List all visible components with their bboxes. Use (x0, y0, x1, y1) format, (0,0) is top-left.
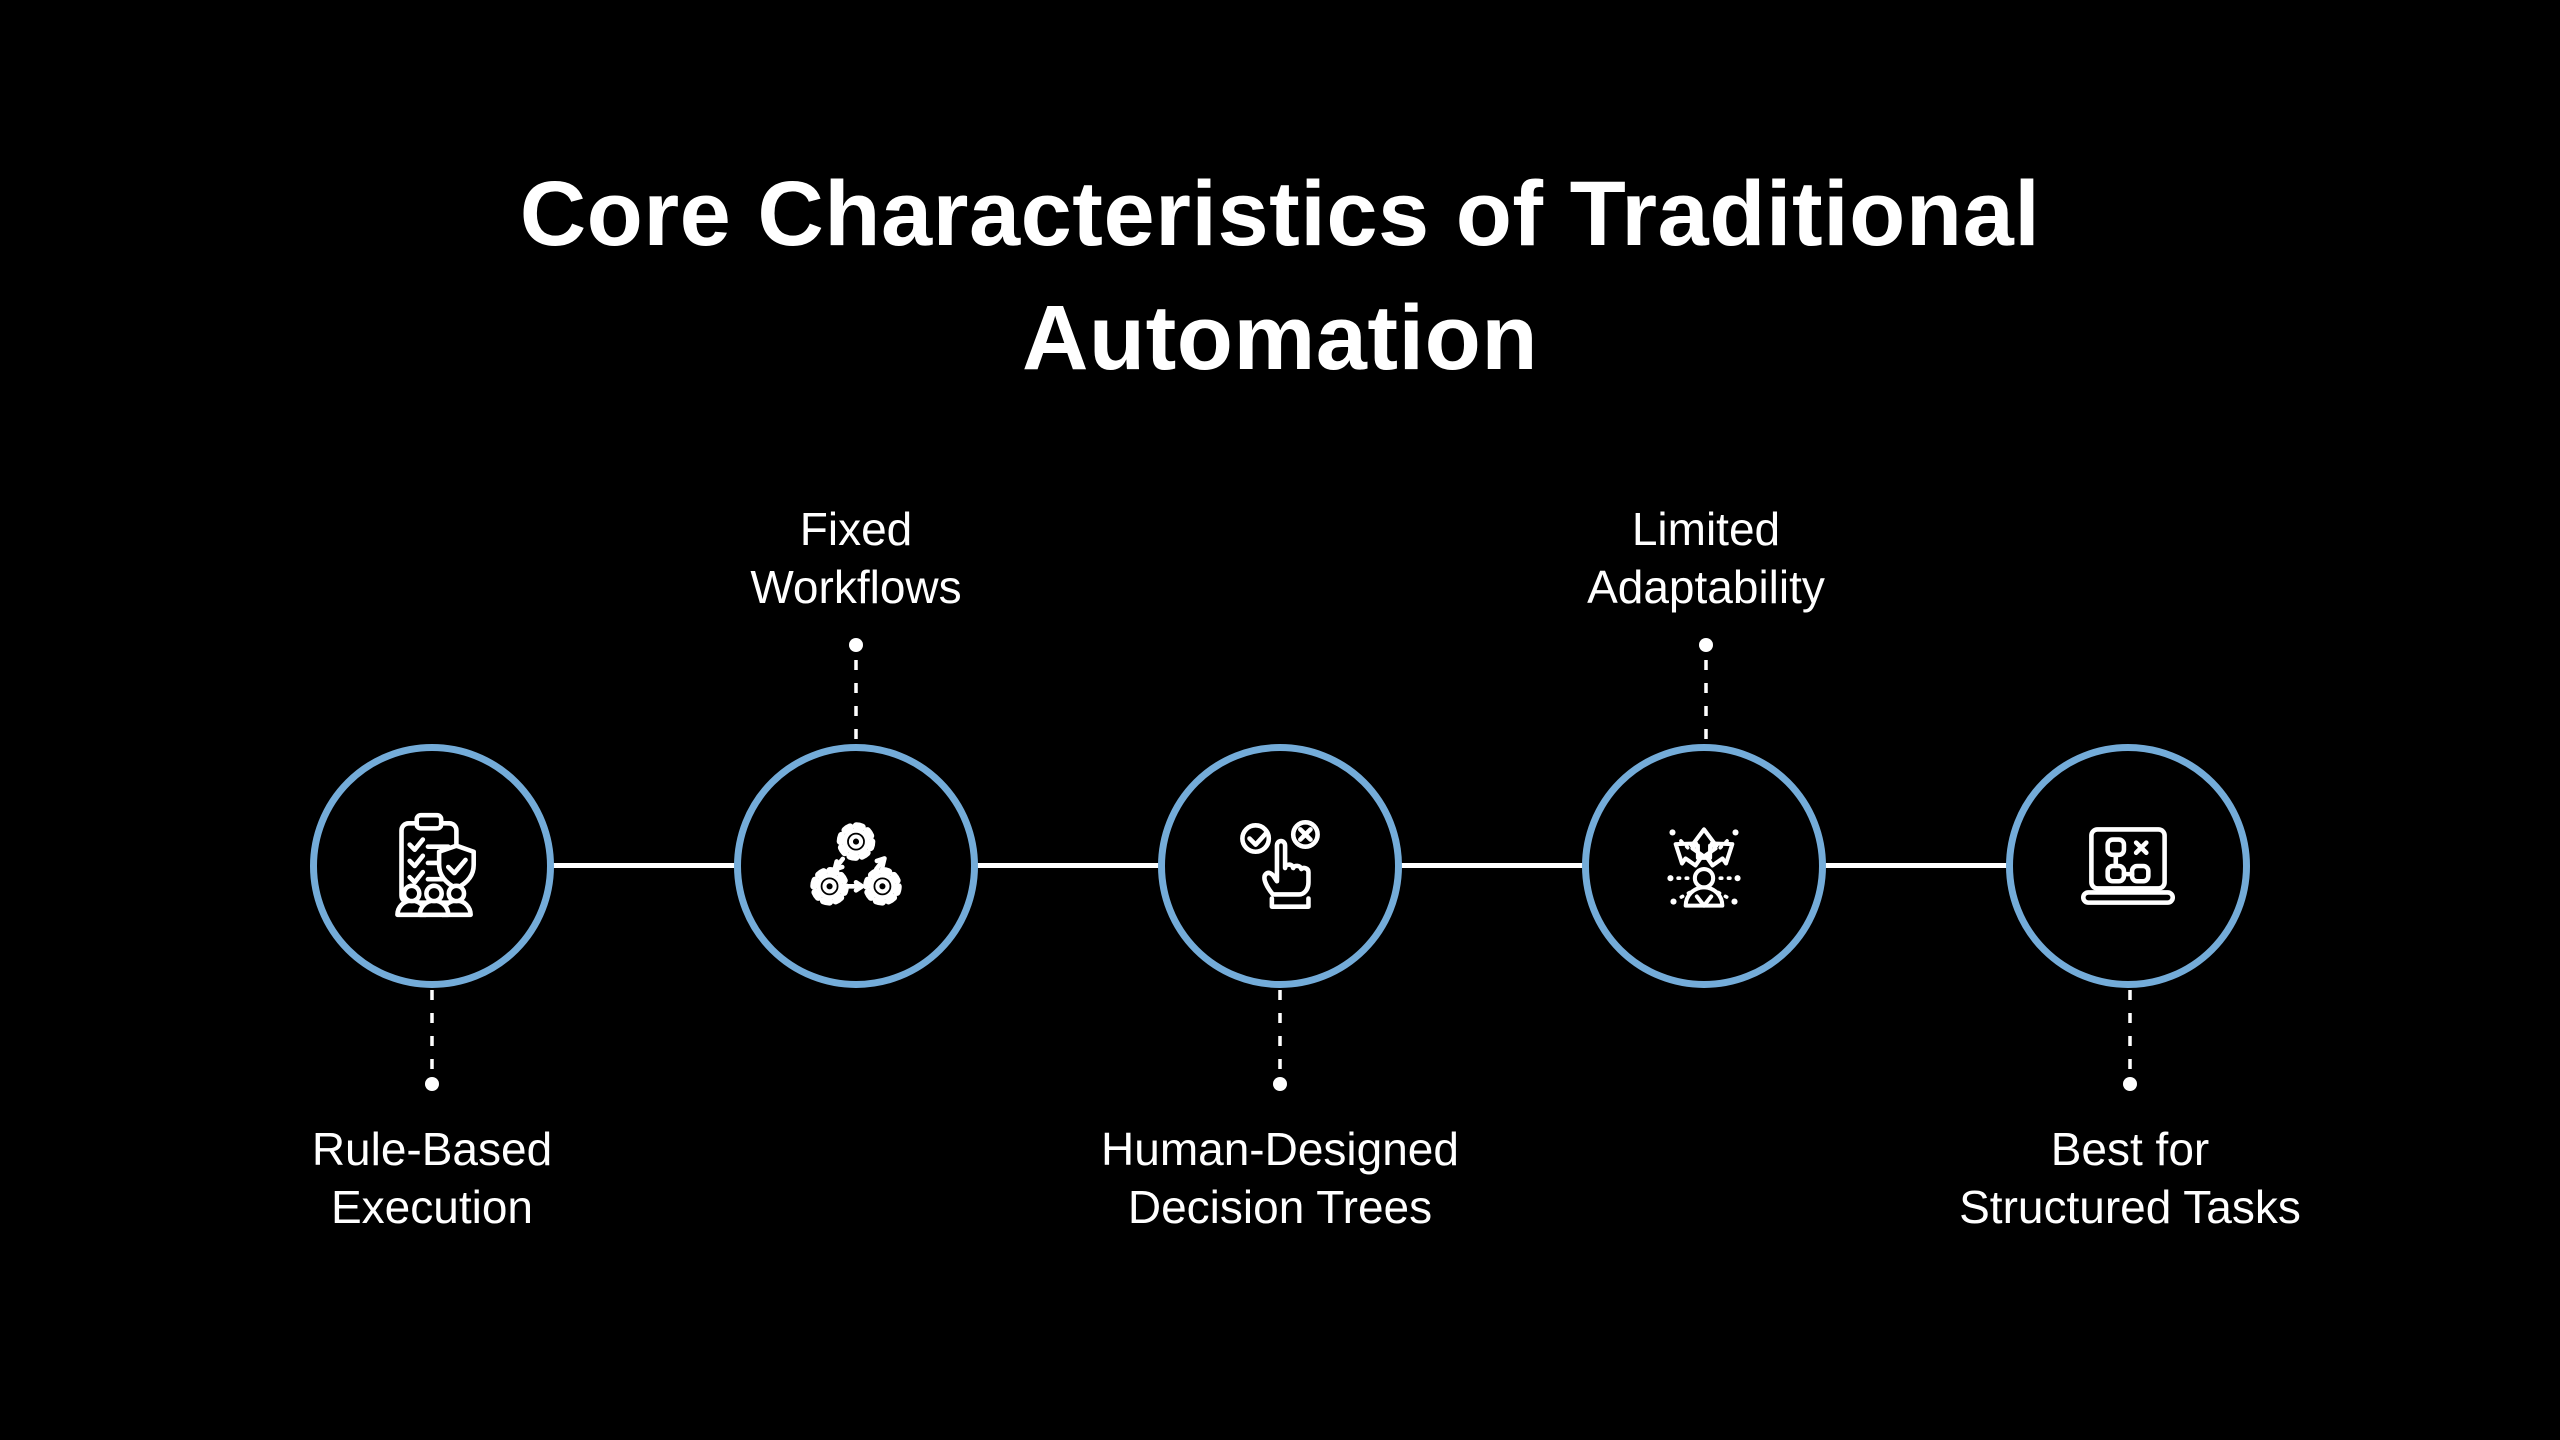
hand-check-cross-icon (1240, 819, 1320, 909)
node-circle-limited-adaptability (1582, 744, 1826, 988)
node-label-best-for-structured-tasks: Best for Structured Tasks (1959, 1123, 2301, 1233)
node-label-limited-adaptability: Limited Adaptability (1587, 503, 1825, 613)
node-label-fixed-workflows: Fixed Workflows (750, 503, 962, 613)
connector-best-for-structured-tasks (2123, 990, 2137, 1091)
laptop-flowchart-icon (2080, 827, 2176, 905)
person-direction-arrows-icon (1667, 827, 1741, 908)
page-title: Core Characteristics of Traditional Auto… (0, 152, 2560, 400)
connector-fixed-workflows (849, 638, 863, 746)
node-label-rule-based-execution: Rule-Based Execution (311, 1123, 553, 1233)
node-circle-rule-based-execution (310, 744, 554, 988)
page-title-line2: Automation (1021, 286, 1539, 389)
connector-rule-based-execution (425, 990, 439, 1091)
node-label-human-designed-decision-trees: Human-Designed Decision Trees (1101, 1123, 1459, 1233)
node-circle-human-designed-decision-trees (1158, 744, 1402, 988)
gears-cycle-icon (810, 822, 902, 906)
clipboard-shield-team-icon (395, 812, 476, 918)
node-circle-fixed-workflows (734, 744, 978, 988)
connector-limited-adaptability (1699, 638, 1713, 746)
node-circle-best-for-structured-tasks (2006, 744, 2250, 988)
page-title-line1: Core Characteristics of Traditional (519, 162, 2041, 265)
connector-human-designed-decision-trees (1273, 990, 1287, 1091)
